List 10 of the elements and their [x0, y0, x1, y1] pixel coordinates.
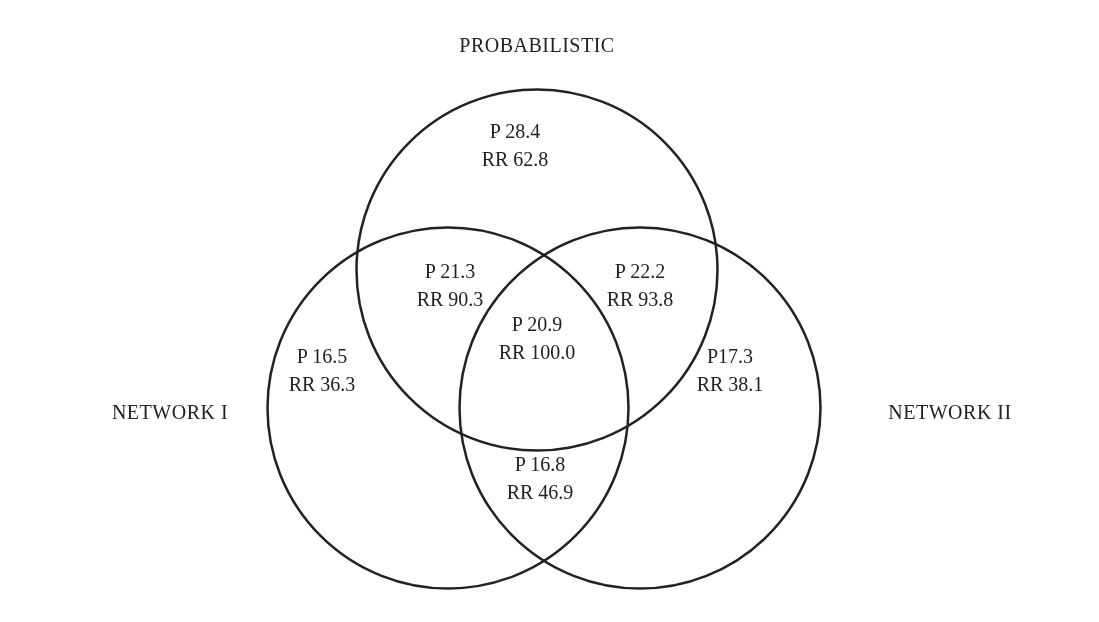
- region-value: P 16.5 RR 36.3: [287, 344, 357, 397]
- set-heading: NETWORK I: [111, 400, 229, 425]
- region-value: P17.3 RR 38.1: [695, 344, 765, 397]
- region-value: P 22.2 RR 93.8: [605, 259, 675, 312]
- region-value: P 21.3 RR 90.3: [415, 259, 485, 312]
- region-value: P 20.9 RR 100.0: [497, 312, 577, 365]
- set-heading: PROBABILISTIC: [459, 33, 615, 58]
- set-heading: NETWORK II: [888, 400, 1012, 425]
- region-value: P 16.8 RR 46.9: [505, 452, 575, 505]
- region-value: P 28.4 RR 62.8: [480, 119, 550, 172]
